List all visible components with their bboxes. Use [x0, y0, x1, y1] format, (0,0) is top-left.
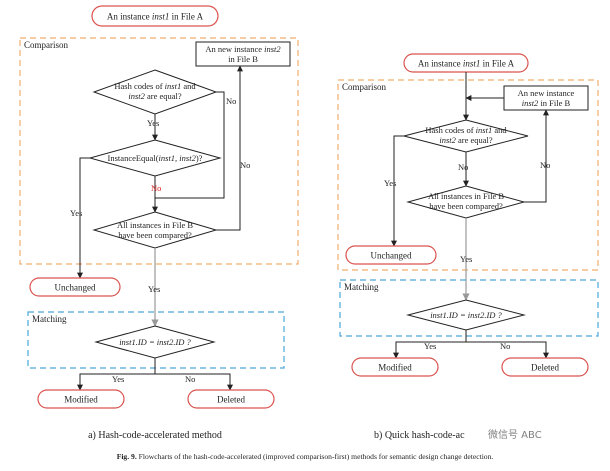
- right-new-instance-line1: An new instance: [518, 88, 575, 98]
- left-modified-terminal: [37, 389, 125, 409]
- left-no4-label: No: [185, 374, 195, 384]
- right-modified-terminal: [351, 357, 439, 377]
- figure-caption: Fig. 9. Flowcharts of the hash-code-acce…: [117, 452, 494, 461]
- right-deleted-terminal: [501, 357, 589, 377]
- left-deleted-text: Deleted: [217, 395, 245, 405]
- left-modified-text: Modified: [64, 395, 98, 405]
- right-comparison-label: Comparison: [342, 82, 386, 92]
- left-comparison-region: [19, 37, 299, 265]
- left-equal-text: InstanceEqual(inst1, inst2)?: [108, 153, 203, 163]
- left-edge-match-no: [155, 373, 233, 391]
- right-all-line2: have been compared?: [429, 201, 503, 211]
- right-start-text: An instance inst1 in File A: [418, 59, 515, 69]
- right-yes1-label: Yes: [384, 178, 396, 188]
- right-all-line1: All instances in File B: [428, 191, 504, 201]
- right-caption: b) Quick hash-code-ac: [374, 430, 465, 441]
- left-flowchart: Comparison An instance inst1 in File A A…: [19, 5, 299, 441]
- left-no1-label: No: [226, 96, 236, 106]
- right-yes2-label: Yes: [460, 254, 472, 264]
- right-unchanged-terminal: [345, 245, 437, 265]
- right-hash-line2: inst2 are equal?: [439, 135, 493, 145]
- left-hash-line2: inst2 are equal?: [128, 91, 182, 101]
- left-new-instance-line1: An new instance inst2: [205, 44, 281, 54]
- left-start-text: An instance inst1 in File A: [107, 12, 204, 22]
- left-edge-all-no: [216, 65, 243, 231]
- right-deleted-text: Deleted: [531, 363, 559, 373]
- right-hash-line1: Hash codes of inst1 and: [425, 125, 507, 135]
- left-edge-equal-yes: [77, 157, 90, 279]
- right-edge-match-no: [466, 341, 549, 359]
- left-unchanged-text: Unchanged: [55, 283, 96, 293]
- left-yes3-label: Yes: [148, 284, 160, 294]
- right-modified-text: Modified: [378, 363, 412, 373]
- left-caption: a) Hash-code-accelerated method: [88, 430, 222, 441]
- right-edge-hash-yes: [391, 135, 404, 247]
- left-hash-line1: Hash codes of inst1 and: [114, 81, 196, 91]
- left-edge-merge: [155, 180, 225, 199]
- right-flowchart: Comparison An instance inst1 in File A A…: [337, 53, 599, 441]
- right-matching-label: Matching: [344, 282, 379, 292]
- watermark-text: 微信号 ABC: [488, 428, 542, 441]
- left-unchanged-terminal: [29, 277, 121, 297]
- left-yes4-label: Yes: [112, 374, 124, 384]
- left-all-line1: All instances in File B: [117, 220, 193, 230]
- right-yes3-label: Yes: [424, 341, 436, 351]
- left-yes1-label: Yes: [147, 118, 159, 128]
- right-edge-match-yes: [393, 341, 466, 359]
- left-no3-label: No: [240, 160, 250, 170]
- left-matching-region: [27, 311, 285, 369]
- left-all-line2: have been compared?: [118, 230, 192, 240]
- right-new-instance-line2: inst2 in File B: [522, 98, 571, 108]
- right-matching-region: [339, 279, 599, 337]
- left-edge-hash-no: [216, 91, 225, 180]
- left-new-instance-line2: in File B: [228, 54, 258, 64]
- right-no2-label: No: [540, 160, 550, 170]
- left-start-terminal: [91, 5, 219, 27]
- right-edge-all-no: [524, 109, 549, 203]
- left-yes2-label: Yes: [70, 208, 82, 218]
- right-no3-label: No: [500, 341, 510, 351]
- left-deleted-terminal: [187, 389, 275, 409]
- left-comparison-label: Comparison: [24, 40, 68, 50]
- right-match-text: inst1.ID = inst2.ID ?: [430, 310, 502, 320]
- left-edge-match-yes: [77, 373, 155, 391]
- left-matching-label: Matching: [32, 314, 67, 324]
- right-comparison-region: [337, 79, 599, 271]
- left-no2-label: No: [151, 183, 161, 193]
- left-match-text: inst1.ID = inst2.ID ?: [119, 337, 191, 347]
- right-no1-label: No: [458, 162, 468, 172]
- left-new-instance-box: [195, 41, 291, 67]
- right-unchanged-text: Unchanged: [371, 251, 412, 261]
